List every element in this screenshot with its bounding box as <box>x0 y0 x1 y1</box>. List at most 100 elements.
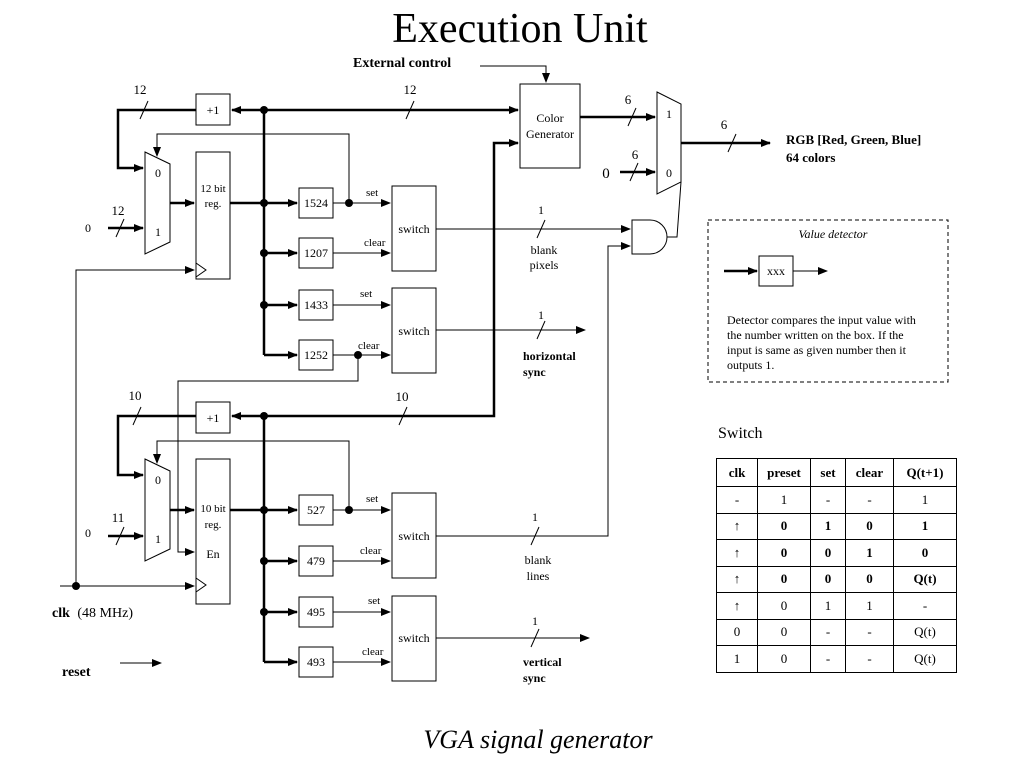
vsync-label-1: vertical <box>523 655 562 669</box>
h-detectors: 1524 1207 1433 1252 <box>264 187 334 371</box>
bus-width-6c: 6 <box>721 117 728 132</box>
v-increment-block <box>195 401 231 434</box>
v-input-mux <box>144 458 171 562</box>
v-set-label-2: set <box>368 595 380 607</box>
h-detector-1433 <box>298 289 334 321</box>
table-cell: 0 <box>845 565 894 593</box>
h-increment-block <box>195 93 231 126</box>
hsync-label-2: sync <box>523 365 546 379</box>
v-detector-495-label: 495 <box>307 605 325 619</box>
and-gate <box>631 219 668 255</box>
v-bus-width-color: 10 <box>396 389 409 404</box>
value-detector-desc-1: Detector compares the input value with <box>727 313 916 327</box>
vsync-width: 1 <box>532 614 538 628</box>
v-set-label-1: set <box>366 493 378 505</box>
h-detector-1524-label: 1524 <box>304 196 328 210</box>
h-bus-width-color: 12 <box>404 82 417 97</box>
table-cell: 1 <box>845 539 894 567</box>
table-cell: 0 <box>757 565 811 593</box>
v-register <box>195 458 231 605</box>
color-generator-label-2: Generator <box>526 127 574 141</box>
table-cell: 0 <box>757 512 811 540</box>
v-detector-479-label: 479 <box>307 554 325 568</box>
value-detector-box-label: xxx <box>767 264 785 278</box>
h-register-label-2: reg. <box>205 198 222 210</box>
hsync-label-1: horizontal <box>523 349 576 363</box>
h-clear-label-2: clear <box>358 340 380 352</box>
clk-frequency: (48 MHz) <box>77 606 133 621</box>
table-cell: - <box>845 645 894 673</box>
table-cell: ↑ <box>716 539 758 567</box>
table-cell: 0 <box>810 539 846 567</box>
v-mux-in1: 1 <box>155 532 161 546</box>
header-clk: clk <box>716 458 758 487</box>
table-cell: 1 <box>810 592 846 620</box>
h-set-label-2: set <box>360 288 372 300</box>
value-detector-desc-3: input is same as given number then it <box>727 343 907 357</box>
junction-dots <box>72 106 362 616</box>
table-cell: 0 <box>757 645 811 673</box>
value-detector-title: Value detector <box>799 227 868 241</box>
switch-table-header: clk preset set clear Q(t+1) <box>716 458 957 487</box>
table-cell: - <box>893 592 957 620</box>
value-detector-desc-4: outputs 1. <box>727 358 774 372</box>
table-cell: 0 <box>716 618 758 646</box>
table-cell: ↑ <box>716 512 758 540</box>
v-detectors: 527 479 495 493 <box>264 494 334 678</box>
blank-lines-label-1: blank <box>525 553 552 567</box>
table-cell: 1 <box>810 512 846 540</box>
h-register <box>195 151 231 280</box>
v-detector-493-label: 493 <box>307 655 325 669</box>
table-cell: 0 <box>845 512 894 540</box>
rgb-output-label-1: RGB [Red, Green, Blue] <box>786 132 921 147</box>
bus-width-6a: 6 <box>625 92 632 107</box>
bus-width-6b: 6 <box>632 147 639 162</box>
table-cell: 1 <box>893 486 957 514</box>
h-detector-1433-label: 1433 <box>304 298 328 312</box>
external-control-label: External control <box>353 56 451 71</box>
h-detector-1524 <box>298 187 334 219</box>
v-detector-527-label: 527 <box>307 503 325 517</box>
v-register-clock-mark <box>195 577 207 593</box>
table-cell: ↑ <box>716 592 758 620</box>
rgb-output-label-2: 64 colors <box>786 150 835 165</box>
clock-wire-up <box>75 266 195 586</box>
blank-lines-label-2: lines <box>527 569 550 583</box>
table-cell: 1 <box>716 645 758 673</box>
value-detector-desc-2: the number written on the box. If the <box>727 328 904 342</box>
table-cell: - <box>845 486 894 514</box>
blank-lines-wire <box>436 242 631 537</box>
color-generator-block <box>519 83 581 169</box>
table-cell: 1 <box>757 486 811 514</box>
v-register-label-1: 10 bit <box>200 503 225 515</box>
v-register-label-3: En <box>206 547 219 561</box>
h-blank-switch <box>391 185 437 272</box>
h-detector-1207 <box>298 237 334 269</box>
table-cell: 0 <box>757 618 811 646</box>
h-to-v-enable-wire <box>177 355 359 556</box>
color-generator-label-1: Color <box>536 111 563 125</box>
h-register-clock-mark <box>195 262 207 278</box>
blank-pixels-width: 1 <box>538 203 544 217</box>
hsync-width: 1 <box>538 308 544 322</box>
h-mux-select-wire <box>153 133 350 203</box>
h-bus-width-zero: 12 <box>112 203 125 218</box>
blank-pixels-label-1: blank <box>531 243 558 257</box>
h-increment-loop <box>116 108 196 172</box>
h-input-mux <box>144 151 171 255</box>
v-register-label-2: reg. <box>205 519 222 531</box>
table-row: -1--1 <box>716 486 957 514</box>
vsync-label-2: sync <box>523 671 546 685</box>
page-title: Execution Unit <box>392 6 648 52</box>
table-cell: 0 <box>893 539 957 567</box>
header-clear: clear <box>845 458 894 487</box>
value-detector-legend <box>707 219 949 383</box>
table-cell: Q(t) <box>893 565 957 593</box>
